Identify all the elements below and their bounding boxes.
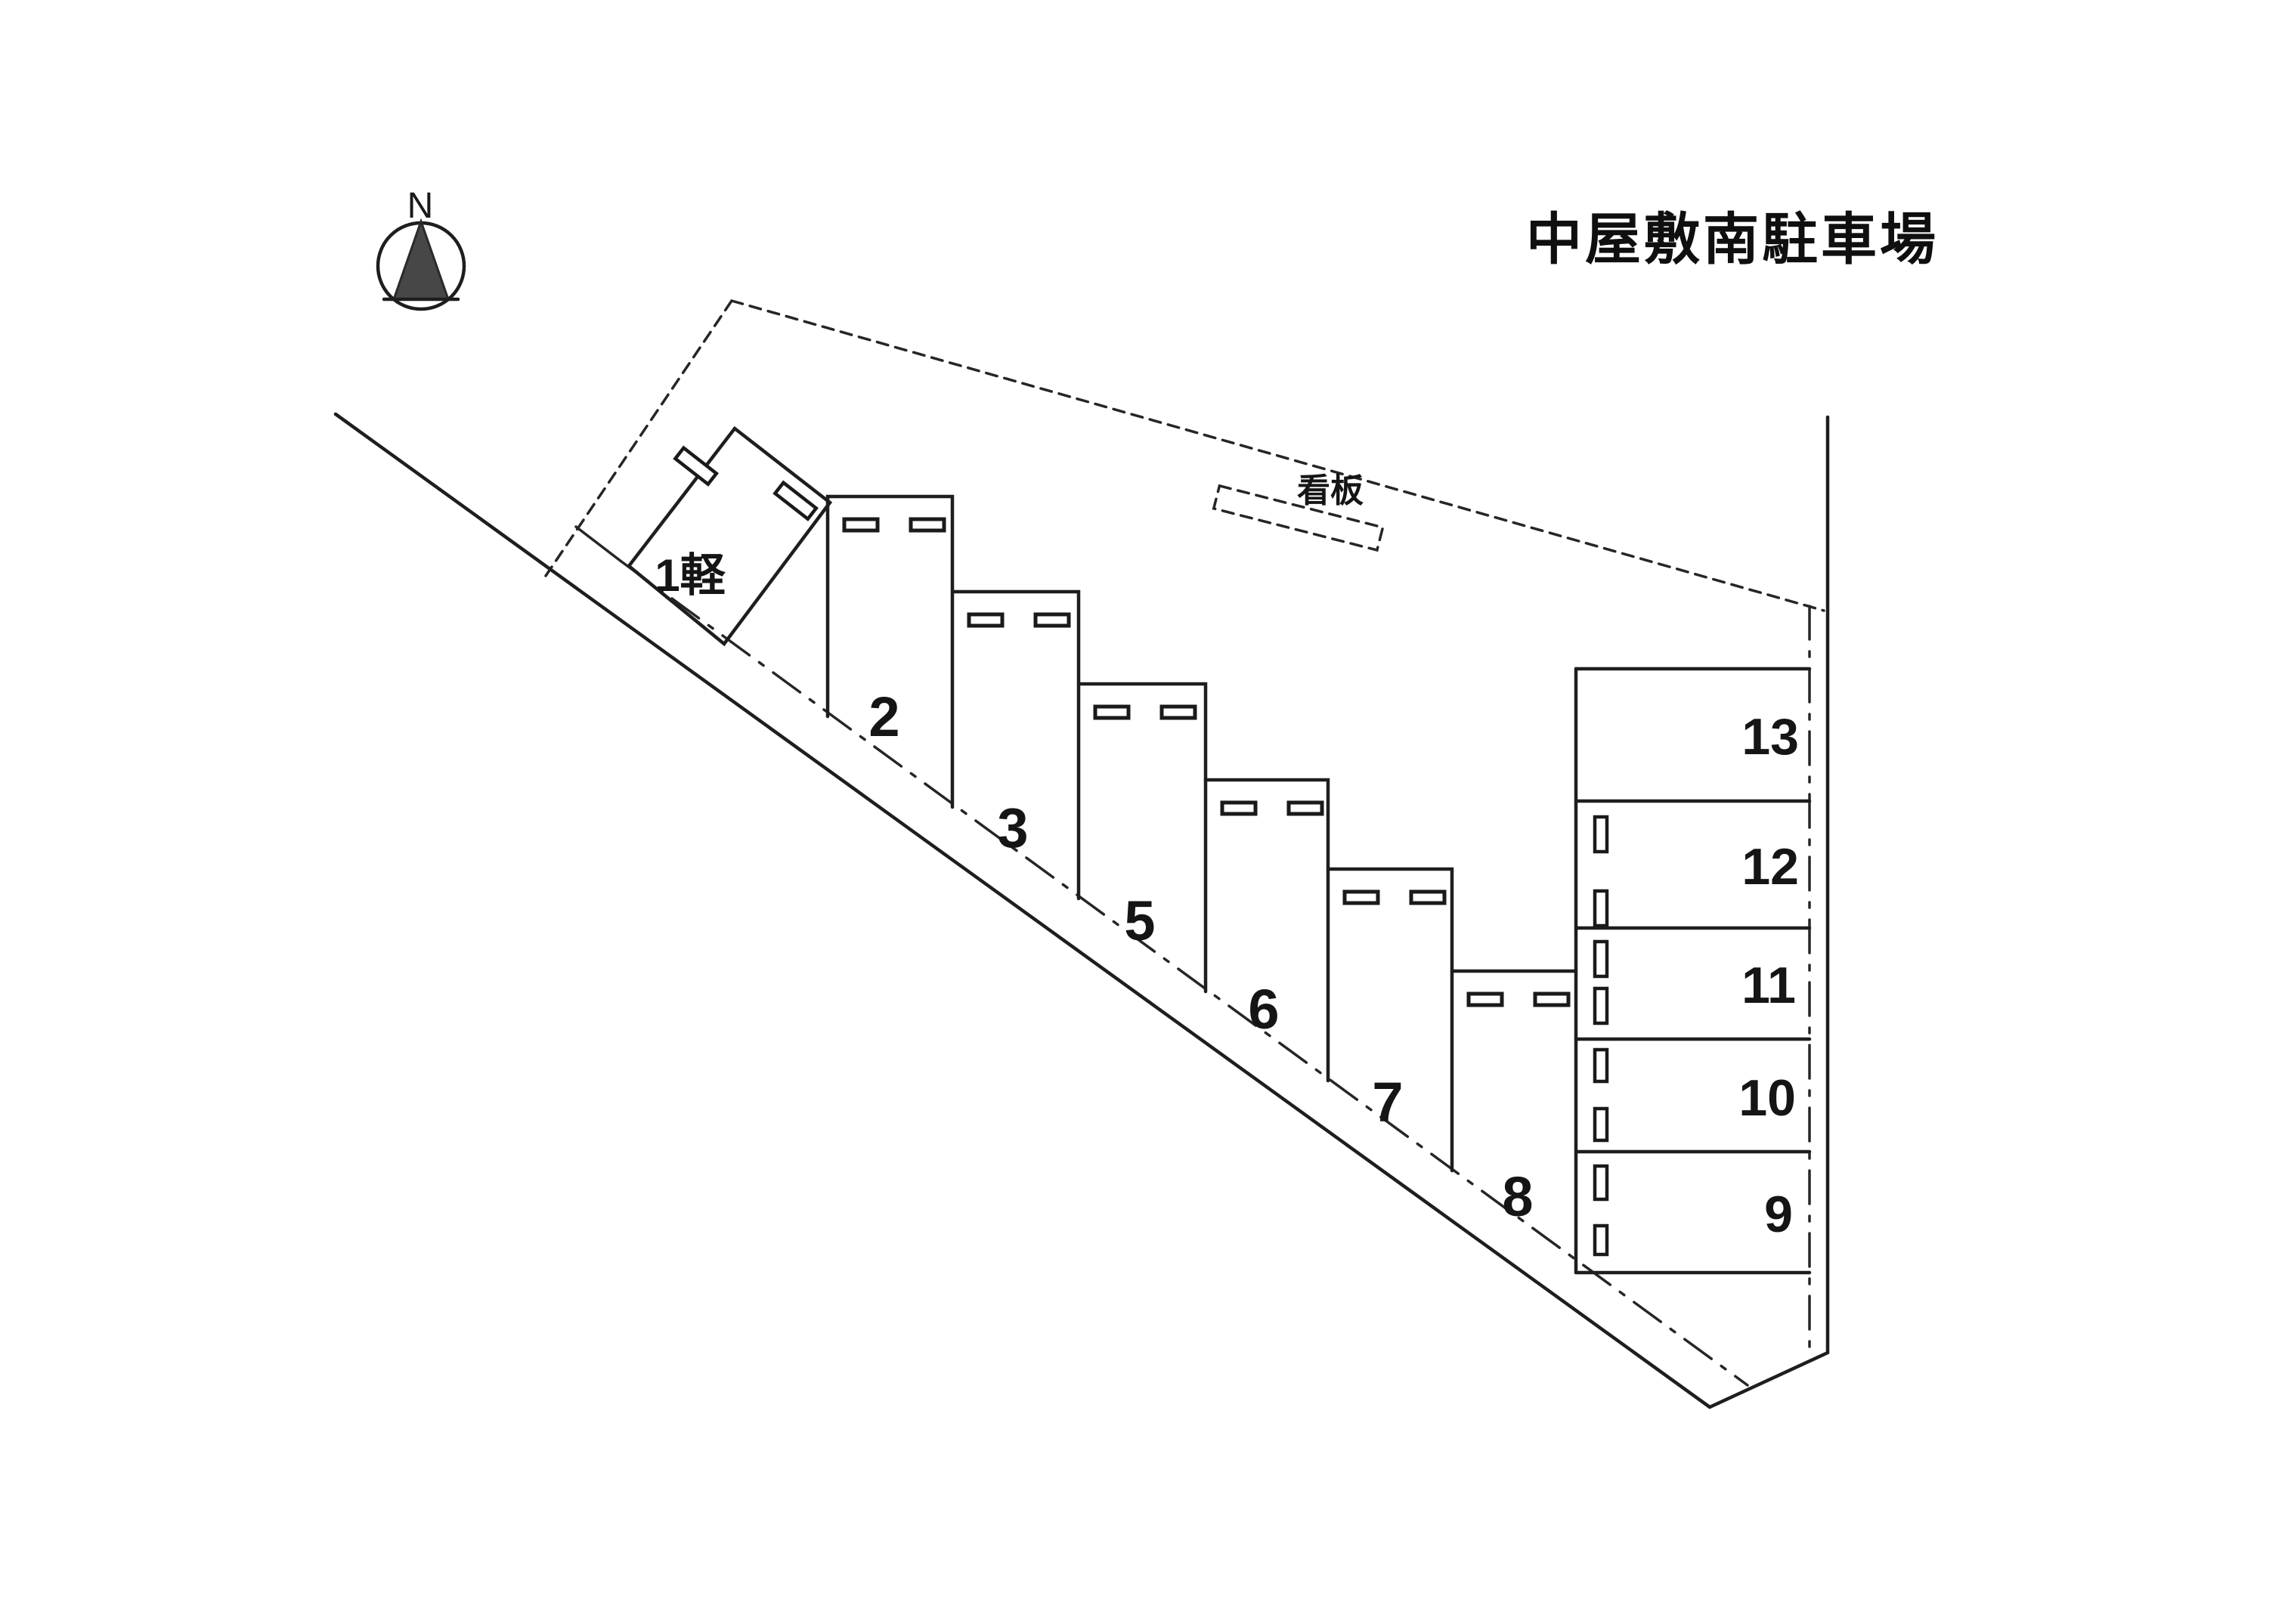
compass-needle-icon — [392, 218, 450, 301]
stepped-stalls: 2 3 5 6 7 8 — [825, 494, 1578, 1228]
space-2-outline — [825, 494, 955, 809]
setback-chain-line — [620, 560, 1749, 1387]
page-title: 中屋敷南駐車場 — [1526, 208, 1939, 271]
wheel-stop — [1342, 889, 1380, 905]
space-1-kei-label: 1軽 — [655, 550, 726, 601]
wheel-stop — [1220, 800, 1258, 816]
signboard: 看板 — [1212, 472, 1385, 552]
boundary-bottom-tip-edge — [1707, 1350, 1830, 1409]
wheel-stop — [967, 612, 1005, 628]
space-5-label: 5 — [1124, 889, 1155, 952]
space-3-outline — [950, 589, 1081, 901]
signboard-outline — [1212, 484, 1385, 552]
wheel-stop — [1159, 704, 1197, 720]
wheel-stop — [1593, 1047, 1609, 1084]
wheel-stop — [1286, 800, 1324, 816]
space-6-outline — [1203, 778, 1330, 1083]
wheel-stop — [1466, 991, 1504, 1007]
space-1-kei: 1軽 — [626, 425, 833, 647]
wheel-stop — [1033, 612, 1071, 628]
wheel-stop — [1533, 991, 1571, 1007]
compass-rose: N — [376, 186, 466, 311]
space-6-label: 6 — [1248, 978, 1279, 1041]
space-3-label: 3 — [997, 797, 1028, 859]
wheel-stop — [1093, 704, 1131, 720]
space-11-label: 11 — [1741, 957, 1796, 1014]
space-9-label: 9 — [1764, 1186, 1793, 1243]
space-1-kei-outline — [626, 425, 833, 647]
wheel-stop — [1593, 815, 1609, 854]
wheel-stop — [909, 517, 946, 533]
wheel-stop — [1593, 986, 1609, 1025]
wheel-stop — [842, 517, 880, 533]
wheel-stop — [1593, 939, 1609, 979]
wheel-stop — [1593, 889, 1609, 928]
wheel-stop — [1593, 1164, 1609, 1202]
signboard-label: 看板 — [1297, 472, 1364, 509]
boundary-left-edge — [544, 299, 733, 577]
wheel-stop — [673, 445, 719, 487]
wheel-stop — [1409, 889, 1447, 905]
space-2-label: 2 — [868, 685, 899, 748]
wheel-stop — [1593, 1223, 1609, 1257]
boundary-fork-segment — [574, 525, 623, 563]
space-5-outline — [1076, 682, 1208, 994]
column-stalls: 13 12 11 10 9 — [1574, 667, 1812, 1275]
space-7-label: 7 — [1372, 1071, 1403, 1134]
space-13-label: 13 — [1741, 708, 1799, 766]
wheel-stop — [772, 480, 819, 521]
space-7-outline — [1326, 867, 1454, 1173]
wheel-stop — [1593, 1106, 1609, 1143]
boundary-top-edge — [730, 299, 1825, 612]
compass-north-label: N — [407, 186, 434, 226]
space-8-label: 8 — [1502, 1165, 1533, 1228]
space-10-label: 10 — [1738, 1069, 1796, 1127]
road-edge-line — [333, 412, 1712, 1409]
space-12-label: 12 — [1741, 838, 1799, 896]
parcel-boundary — [333, 299, 1830, 1409]
